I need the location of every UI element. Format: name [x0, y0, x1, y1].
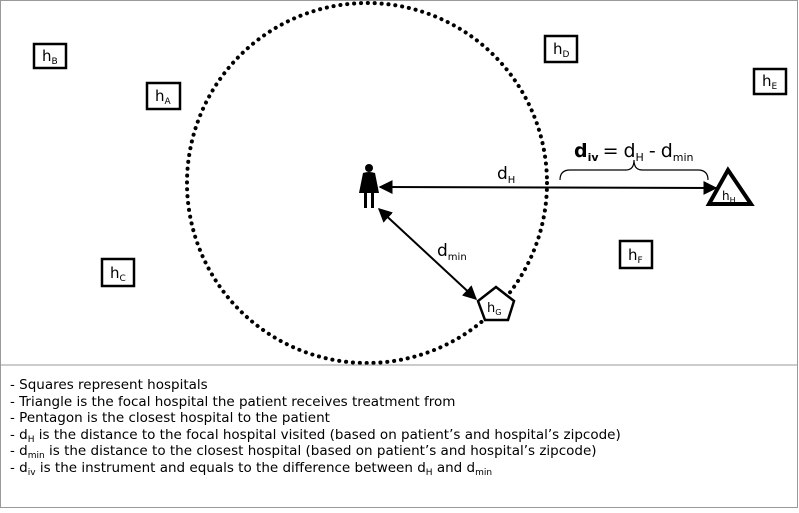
- d-h-arrow: [378, 180, 718, 195]
- hospital-c-label: hC: [110, 264, 126, 284]
- svg-text:hG: hG: [487, 301, 501, 317]
- hospital-e-label: hE: [762, 72, 778, 92]
- legend-item: - dmin is the distance to the closest ho…: [10, 443, 597, 461]
- hospital-c: hC: [100, 257, 136, 288]
- focal-hospital-triangle: hH: [705, 166, 755, 206]
- legend: - Squares represent hospitals - Triangle…: [10, 377, 780, 478]
- legend-item: - dH is the distance to the focal hospit…: [10, 426, 621, 445]
- closest-hospital-pentagon: hG: [476, 285, 516, 322]
- hospital-f-label: hF: [628, 246, 643, 266]
- legend-item: - Pentagon is the closest hospital to th…: [10, 410, 330, 426]
- hospital-d-label: hD: [553, 40, 570, 60]
- hospital-d: hD: [543, 34, 579, 64]
- hospital-b-label: hB: [42, 47, 58, 67]
- d-min-label: dmin: [437, 241, 467, 263]
- legend-item: - Triangle is the focal hospital the pat…: [10, 393, 456, 410]
- hospital-a-label: hA: [155, 87, 172, 107]
- d-h-label: dH: [497, 164, 515, 186]
- person-icon: [359, 164, 379, 208]
- svg-text:hH: hH: [722, 189, 736, 205]
- hospital-a: hA: [145, 81, 182, 111]
- hospital-b: hB: [32, 42, 68, 70]
- d-min-arrow: [377, 208, 478, 300]
- legend-item: - div is the instrument and equals to th…: [10, 459, 493, 478]
- hospital-f: hF: [618, 239, 654, 270]
- d-iv-formula: div=dH-dmin: [574, 140, 694, 164]
- d-iv-brace: [559, 159, 709, 181]
- hospital-e: hE: [752, 67, 788, 96]
- legend-item: - Squares represent hospitals: [10, 377, 208, 393]
